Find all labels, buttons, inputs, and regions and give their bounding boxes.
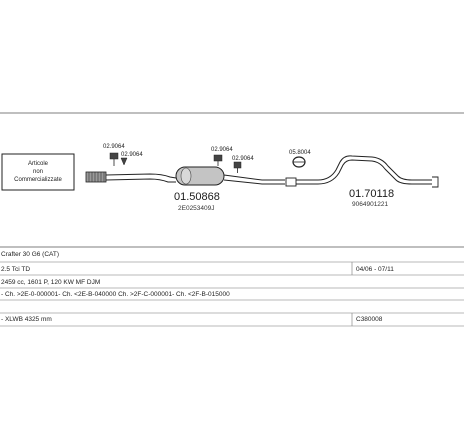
wheelbase: - XLWB 4325 mm bbox=[1, 316, 52, 323]
middle-silencer bbox=[175, 166, 225, 186]
flexible-pipe bbox=[85, 171, 107, 183]
production-period: 04/06 - 07/11 bbox=[356, 266, 394, 273]
part-code-7: 01.70118 bbox=[349, 188, 394, 200]
intermediate-pipe-lower bbox=[223, 179, 285, 185]
rubber-hanger-1 bbox=[109, 152, 119, 166]
notice-line-2: non bbox=[33, 169, 43, 175]
rear-pipe-lower bbox=[296, 159, 432, 185]
not-sold-notice: Articole non Commercializzate bbox=[1, 153, 75, 191]
connector-sleeve bbox=[285, 177, 297, 187]
front-pipe-lower bbox=[105, 178, 176, 183]
model-name: Crafter 30 G6 (CAT) bbox=[1, 251, 60, 258]
rubber-hanger-4 bbox=[233, 161, 242, 173]
part-oe-3: 2E0253409J bbox=[178, 205, 215, 212]
part-code-2: 02.9064 bbox=[121, 152, 143, 158]
notice-line-1: Articole bbox=[28, 161, 49, 167]
tail-tip bbox=[432, 176, 439, 188]
part-code-1: 02.9064 bbox=[103, 144, 125, 150]
rubber-hanger-2 bbox=[120, 157, 128, 166]
chassis-numbers: - Ch. >2E-0-000001- Ch. <2E-B-040000 Ch.… bbox=[1, 291, 230, 298]
part-code-6: 05.8004 bbox=[289, 150, 311, 156]
rubber-hanger-3 bbox=[213, 154, 223, 166]
notice-line-3: Commercializzate bbox=[14, 177, 62, 183]
part-code-4: 02.9064 bbox=[211, 147, 233, 153]
engine-specs: 2459 cc, 1601 P, 120 KW MF DJM bbox=[1, 279, 101, 286]
rear-pipe bbox=[296, 155, 432, 181]
reference-code: C380008 bbox=[356, 316, 383, 323]
part-code-3: 01.50868 bbox=[174, 191, 220, 203]
engine-label: 2.5 Tci TD bbox=[1, 266, 31, 273]
clamp bbox=[292, 156, 306, 168]
part-code-5: 02.9064 bbox=[232, 156, 254, 162]
intermediate-pipe bbox=[223, 174, 285, 181]
front-pipe bbox=[105, 173, 177, 179]
part-oe-7: 9064901221 bbox=[352, 201, 389, 208]
